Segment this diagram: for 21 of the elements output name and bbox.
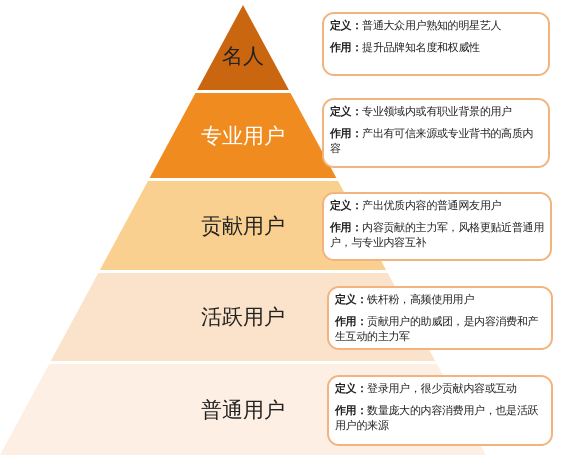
definition-text: 定义：普通大众用户熟知的明星艺人 — [330, 18, 502, 33]
role-text: 作用：贡献用户的助威团，是内容消费和产生互动的主力军 — [335, 314, 540, 344]
callout-box — [322, 12, 550, 76]
definition-text: 定义：产出优质内容的普通网友用户 — [330, 198, 502, 213]
tier-label: 名人 — [222, 43, 264, 70]
definition-text: 定义：铁杆粉，高频使用用户 — [335, 292, 476, 307]
definition-text: 定义：登录用户，很少贡献内容或互动 — [335, 381, 518, 396]
tier-label: 专业用户 — [201, 122, 285, 150]
tier-label: 贡献用户 — [201, 212, 285, 240]
role-text: 作用：产出有可信来源或专业背书的高质内容 — [330, 126, 534, 156]
role-text: 作用：内容贡献的主力军，风格更贴近普通用户，与专业内容互补 — [330, 220, 544, 250]
callout-box — [327, 286, 553, 350]
tier-label: 活跃用户 — [201, 304, 285, 331]
role-text: 作用：数量庞大的内容消费用户，也是活跃用户的来源 — [335, 403, 540, 433]
tier-label: 普通用户 — [201, 396, 285, 424]
definition-text: 定义：专业领域内或有职业背景的用户 — [330, 104, 513, 119]
callout-box — [322, 98, 550, 168]
pyramid-tier — [197, 5, 289, 90]
role-text: 作用：提升品牌知名度和权威性 — [330, 40, 481, 55]
callout-box — [327, 375, 553, 446]
callout-box — [322, 192, 552, 261]
